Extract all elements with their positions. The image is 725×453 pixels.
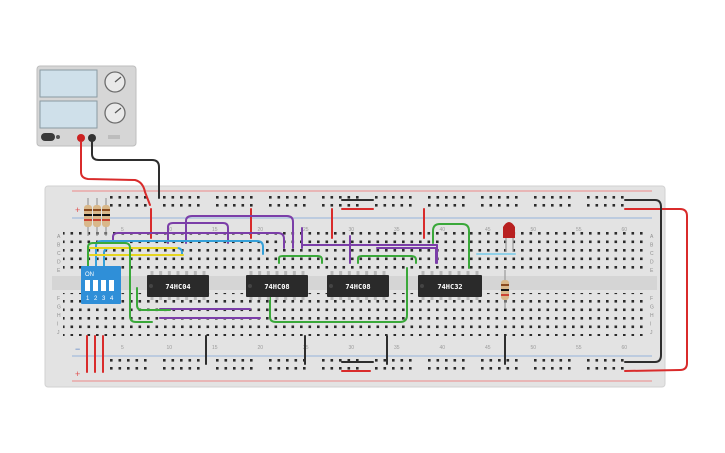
column-label-45: 45: [485, 345, 491, 351]
dip-switch[interactable]: ON 1 2 3 4: [81, 266, 121, 304]
column-label-45: 45: [485, 227, 491, 233]
column-label-40: 40: [440, 227, 446, 233]
row-label-a: A: [57, 234, 61, 240]
resistor-3: [102, 198, 110, 236]
dip-toggle-4[interactable]: [109, 280, 114, 291]
row-label-h: H: [650, 313, 654, 319]
column-label-30: 30: [349, 345, 355, 351]
column-label-60: 60: [622, 227, 628, 233]
dip-toggle-2[interactable]: [93, 280, 98, 291]
column-label-10: 10: [167, 227, 173, 233]
column-label-55: 55: [576, 345, 582, 351]
wire-green-1[interactable]: [87, 242, 153, 323]
dip-num-3: 3: [102, 296, 106, 302]
column-label-60: 60: [622, 345, 628, 351]
chip-2[interactable]: 74HC08: [246, 271, 308, 300]
row-label-f: F: [57, 296, 60, 302]
wire-green-3[interactable]: [278, 255, 323, 264]
row-label-b: B: [650, 243, 654, 249]
column-label-15: 15: [212, 345, 218, 351]
chip-label: 74HC04: [165, 283, 190, 291]
wires: [80, 141, 688, 373]
column-label-20: 20: [258, 345, 264, 351]
wire-black-right-loop[interactable]: [624, 199, 662, 363]
dip-toggle-1[interactable]: [85, 280, 90, 291]
dip-on-label: ON: [85, 272, 94, 278]
column-label-30: 30: [349, 227, 355, 233]
rail-plus-label-bottom: +: [75, 369, 80, 379]
dip-num-4: 4: [110, 296, 114, 302]
column-label-35: 35: [394, 227, 400, 233]
wire-green-6[interactable]: [432, 223, 470, 269]
dip-toggle-3[interactable]: [101, 280, 106, 291]
chip-3[interactable]: 74HC08: [327, 271, 389, 300]
power-supply[interactable]: [36, 65, 137, 147]
wire-red-right-loop[interactable]: [624, 208, 688, 372]
negative-terminal[interactable]: [88, 134, 96, 142]
row-label-j: J: [57, 330, 60, 336]
chip-label: 74HC08: [345, 283, 370, 291]
row-label-h: H: [57, 313, 61, 319]
row-label-i: I: [57, 322, 58, 328]
column-label-50: 50: [531, 227, 537, 233]
rail-plus-label-top: +: [75, 205, 80, 215]
row-label-d: D: [650, 260, 654, 266]
resistor-2: [93, 198, 101, 236]
column-label-10: 10: [167, 345, 173, 351]
power-switch[interactable]: [41, 133, 55, 141]
wire-purple-10[interactable]: [376, 247, 437, 264]
row-label-c: C: [57, 251, 61, 257]
row-label-j: J: [650, 330, 653, 336]
resistor-led[interactable]: [501, 270, 509, 308]
row-label-g: G: [650, 305, 654, 311]
row-label-e: E: [57, 268, 61, 274]
column-label-50: 50: [531, 345, 537, 351]
row-label-g: G: [57, 305, 61, 311]
wire-black-supply[interactable]: [91, 141, 160, 199]
wire-purple-2[interactable]: [185, 215, 294, 249]
dip-num-2: 2: [94, 296, 98, 302]
positive-terminal[interactable]: [77, 134, 85, 142]
column-label-55: 55: [576, 227, 582, 233]
wire-green-4[interactable]: [269, 267, 408, 323]
row-label-b: B: [57, 243, 61, 249]
wire-red-supply[interactable]: [80, 141, 151, 206]
wire-purple-1[interactable]: [167, 222, 229, 244]
row-label-i: I: [650, 322, 651, 328]
column-label-20: 20: [258, 227, 264, 233]
column-label-5: 5: [121, 227, 124, 233]
wire-green-5[interactable]: [357, 255, 417, 264]
column-label-25: 25: [303, 227, 309, 233]
row-label-f: F: [650, 296, 653, 302]
wire-purple-3[interactable]: [112, 232, 285, 249]
column-label-15: 15: [212, 227, 218, 233]
resistor-1: [84, 198, 92, 236]
chip-label: 74HC08: [264, 283, 289, 291]
rail-minus-label-bottom: −: [75, 344, 80, 354]
column-label-40: 40: [440, 345, 446, 351]
row-label-e: E: [650, 268, 654, 274]
row-label-d: D: [57, 260, 61, 266]
dip-num-1: 1: [86, 296, 90, 302]
wire-green-2[interactable]: [136, 287, 171, 311]
column-label-35: 35: [394, 345, 400, 351]
chip-label: 74HC32: [437, 283, 462, 291]
row-label-a: A: [650, 234, 654, 240]
chip-4[interactable]: 74HC32: [418, 271, 482, 300]
chip-1[interactable]: 74HC04: [147, 271, 209, 300]
column-label-5: 5: [121, 345, 124, 351]
resistor-bank[interactable]: [84, 198, 110, 236]
row-label-c: C: [650, 251, 654, 257]
led[interactable]: [503, 222, 515, 252]
